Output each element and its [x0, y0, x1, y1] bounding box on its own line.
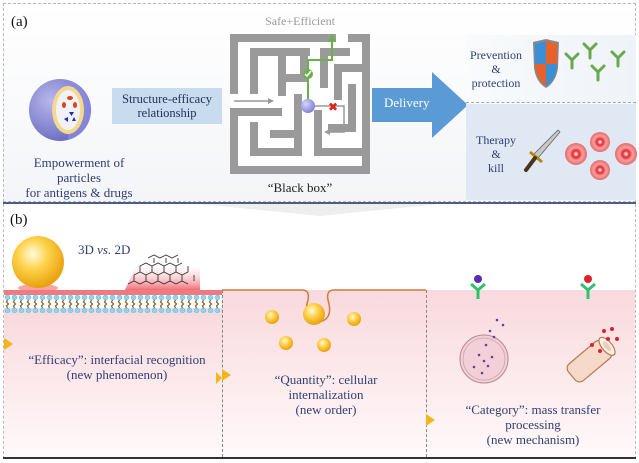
sword-icon [524, 129, 561, 172]
quantity-line2: internalization [288, 387, 364, 402]
cell-region-category [426, 290, 635, 457]
gold-sphere-icon [12, 236, 64, 292]
panel-a-divider [3, 202, 636, 204]
category-line1: “Category”: mass transfer [465, 402, 601, 417]
category-caption: “Category”: mass transfer processing (ne… [430, 402, 636, 447]
gold-nanoparticles-icon [265, 303, 361, 352]
maze-caption: “Black box” [267, 180, 333, 195]
delivery-label: Delivery [384, 95, 430, 110]
nanoparticle-icon [29, 79, 92, 141]
particle-caption-line2: for antigens & drugs [25, 185, 133, 200]
vesicle-release-icon [459, 318, 509, 384]
panel-b-label: (b) [10, 212, 28, 228]
delivery-arrow-icon [372, 72, 468, 138]
therapy-line2: & [491, 147, 501, 161]
particle-caption: Empowerment of particles for antigens & … [14, 155, 144, 200]
maze-diagram: ✖ [230, 34, 370, 174]
marker-triangle-1 [4, 338, 13, 350]
prevention-line2: & [491, 62, 501, 76]
antibodies-icon [564, 42, 626, 82]
nanotube-release-icon [566, 327, 619, 383]
structure-box-line2: relationship [137, 106, 197, 120]
marker-triangle-2 [222, 369, 231, 381]
panel-b-bottom-border [3, 457, 636, 459]
dimension-label: 3D vs. 2D [78, 242, 130, 257]
prevention-line1: Prevention [470, 48, 522, 62]
structure-efficacy-box: Structure-efficacy relationship [112, 88, 222, 124]
shield-icon [533, 39, 559, 88]
quantity-caption: “Quantity”: cellular internalization (ne… [228, 372, 424, 417]
dimension-2d: 2D [114, 242, 131, 257]
panel-a-label: (a) [11, 14, 28, 30]
dimension-3d: 3D [78, 242, 94, 257]
marker-triangle-3 [426, 414, 435, 426]
marker-triangle-edge-1 [216, 372, 222, 384]
graphene-sheet-icon [124, 254, 200, 292]
therapy-box [466, 104, 636, 200]
outcome-divider [466, 102, 636, 103]
cancer-cells-icon [565, 132, 637, 180]
receptor-purple-icon [470, 275, 486, 299]
panel-connector-chevron [200, 204, 440, 216]
efficacy-caption: “Efficacy”: interfacial recognition (new… [12, 352, 222, 382]
maze-title: Safe+Efficient [265, 14, 335, 28]
prevention-label: Prevention & protection [466, 48, 526, 90]
category-line3: (new mechanism) [486, 432, 580, 447]
membrane-surface [4, 290, 222, 295]
svg-text:✖: ✖ [328, 100, 338, 114]
efficacy-line1: “Efficacy”: interfacial recognition [28, 352, 206, 367]
therapy-line3: kill [487, 161, 504, 175]
therapy-line1: Therapy [476, 133, 516, 147]
structure-box-line1: Structure-efficacy [122, 92, 212, 106]
dimension-vs: vs. [97, 242, 112, 257]
efficacy-line2: (new phenomenon) [66, 367, 168, 382]
lipid-bilayer [4, 295, 222, 313]
prevention-line3: protection [471, 76, 521, 90]
quantity-line1: “Quantity”: cellular [274, 372, 378, 387]
receptor-red-icon [580, 275, 596, 299]
cell-region-efficacy [4, 308, 222, 457]
therapy-label: Therapy & kill [466, 133, 526, 175]
quantity-line3: (new order) [295, 402, 357, 417]
section-divider-2 [426, 290, 427, 457]
category-line2: processing [505, 417, 561, 432]
particle-caption-line1: Empowerment of particles [33, 155, 125, 185]
